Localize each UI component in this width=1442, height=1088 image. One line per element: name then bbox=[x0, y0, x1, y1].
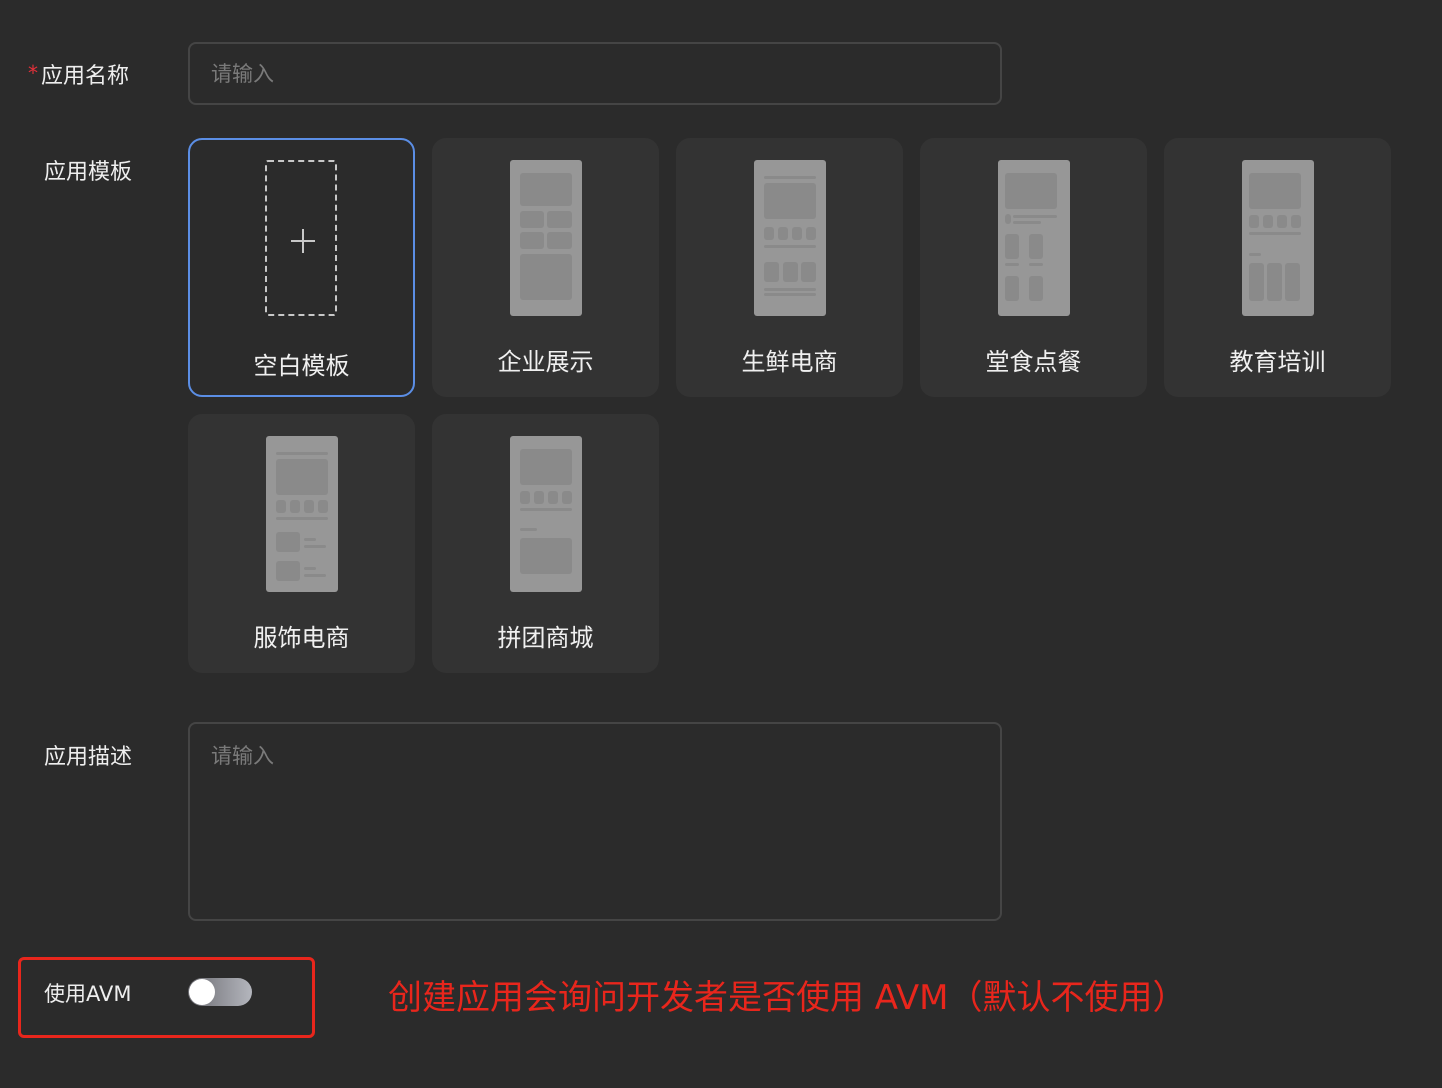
template-card-blank[interactable]: 空白模板 bbox=[188, 138, 415, 397]
fresh-ecommerce-template-preview-icon bbox=[754, 160, 826, 316]
app-name-label: *应用名称 bbox=[28, 61, 130, 89]
template-card-apparel-ecommerce[interactable]: 服饰电商 bbox=[188, 414, 415, 673]
template-card-fresh-ecommerce[interactable]: 生鲜电商 bbox=[676, 138, 903, 397]
apparel-ecommerce-template-preview-icon bbox=[266, 436, 338, 592]
template-name: 服饰电商 bbox=[253, 624, 350, 652]
template-card-dine-in-ordering[interactable]: 堂食点餐 bbox=[920, 138, 1147, 397]
app-template-label: 应用模板 bbox=[44, 160, 133, 185]
highlight-box bbox=[18, 957, 315, 1038]
app-description-label: 应用描述 bbox=[44, 745, 133, 770]
template-name: 堂食点餐 bbox=[985, 348, 1082, 376]
app-name-input[interactable] bbox=[188, 42, 1002, 105]
template-name: 教育培训 bbox=[1229, 348, 1326, 376]
template-name: 拼团商城 bbox=[497, 624, 594, 652]
use-avm-label: 使用AVM bbox=[44, 982, 132, 1006]
template-card-enterprise[interactable]: 企业展示 bbox=[432, 138, 659, 397]
annotation-text: 创建应用会询问开发者是否使用 AVM（默认不使用） bbox=[388, 978, 1187, 1018]
use-avm-toggle[interactable] bbox=[188, 978, 252, 1006]
toggle-knob bbox=[189, 979, 215, 1005]
enterprise-template-preview-icon bbox=[510, 160, 582, 316]
template-card-education-training[interactable]: 教育培训 bbox=[1164, 138, 1391, 397]
template-name: 企业展示 bbox=[497, 348, 594, 376]
template-name: 生鲜电商 bbox=[741, 348, 838, 376]
app-description-textarea[interactable] bbox=[188, 722, 1002, 921]
group-buy-mall-template-preview-icon bbox=[510, 436, 582, 592]
education-training-template-preview-icon bbox=[1242, 160, 1314, 316]
dine-in-ordering-template-preview-icon bbox=[998, 160, 1070, 316]
template-name: 空白模板 bbox=[253, 352, 350, 380]
blank-template-plus-icon bbox=[265, 160, 337, 316]
template-card-group-buy-mall[interactable]: 拼团商城 bbox=[432, 414, 659, 673]
required-mark: * bbox=[28, 61, 38, 85]
